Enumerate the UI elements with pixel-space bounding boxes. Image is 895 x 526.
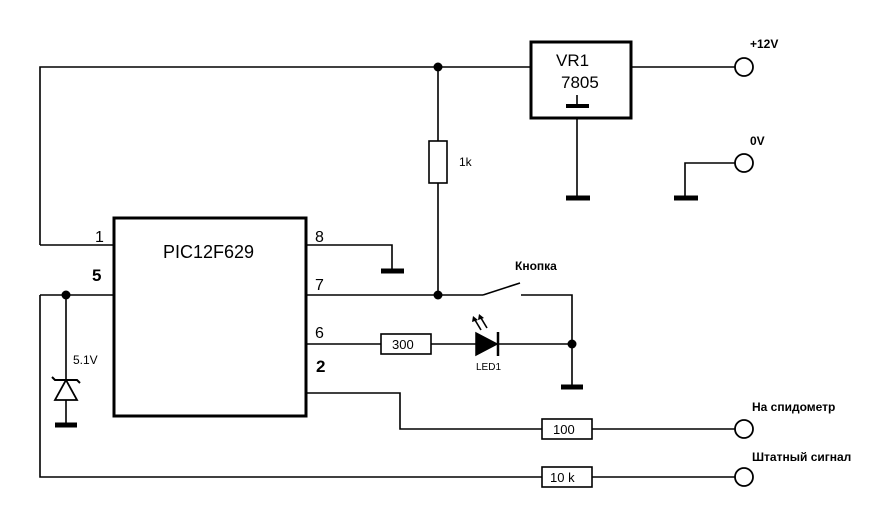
zener-diode: 5.1V <box>51 353 98 401</box>
terminal-0v-label: 0V <box>750 134 765 148</box>
resistor-300 <box>380 333 432 355</box>
ground-symbols <box>55 195 698 428</box>
zener-triangle <box>53 378 79 401</box>
pin-5-label: 5 <box>92 266 101 285</box>
wire-pin8 <box>306 244 393 270</box>
resistor-1k <box>428 140 448 184</box>
button-contact <box>482 282 521 296</box>
ic-label: PIC12F629 <box>163 242 254 262</box>
terminal-speedo <box>734 419 754 439</box>
resistor-10k <box>541 466 593 488</box>
pin-1-label: 1 <box>95 229 104 246</box>
junction-pin5 <box>61 290 71 300</box>
resistor-300-label: 300 <box>392 337 414 352</box>
pin-2-label: 2 <box>316 357 325 376</box>
regulator-ref: VR1 <box>556 51 589 70</box>
led1: LED1 <box>472 314 501 373</box>
resistors: 1k 300 100 10 k <box>380 140 593 488</box>
terminal-speedo-label: На спидометр <box>752 400 835 414</box>
terminals: +12V 0V На спидометр Штатный сигнал <box>734 37 851 487</box>
led-label: LED1 <box>476 362 501 373</box>
zener-label: 5.1V <box>73 353 98 367</box>
pin-7-label: 7 <box>315 277 324 294</box>
terminal-signal <box>734 467 754 487</box>
resistor-100-label: 100 <box>553 422 575 437</box>
regulator-vr1: VR1 7805 <box>529 40 633 120</box>
junctions <box>61 62 577 349</box>
junction-top <box>433 62 443 72</box>
led-emission-arrows-icon <box>472 314 488 331</box>
ic-pic12f629: PIC12F629 1 5 8 7 6 2 <box>92 216 325 418</box>
regulator-part: 7805 <box>561 73 599 92</box>
pin-6-label: 6 <box>315 325 324 342</box>
wires <box>39 66 735 478</box>
terminal-0v <box>734 153 754 173</box>
junction-led-gnd <box>567 339 577 349</box>
resistor-100 <box>541 418 593 440</box>
wire-button-right <box>521 294 573 386</box>
button-label: Кнопка <box>515 259 557 273</box>
resistor-1k-label: 1k <box>459 155 473 169</box>
wire-0v <box>684 162 735 197</box>
junction-pin7 <box>433 290 443 300</box>
wire-pin2 <box>306 392 735 430</box>
zener-bar <box>51 376 81 384</box>
wire-top-rail <box>39 66 531 245</box>
wire-signal <box>39 295 735 478</box>
terminal-plus12 <box>734 57 754 77</box>
led-triangle <box>475 331 499 357</box>
terminal-plus12-label: +12V <box>750 37 778 51</box>
pin-8-label: 8 <box>315 229 324 246</box>
terminal-signal-label: Штатный сигнал <box>752 450 851 464</box>
resistor-10k-label: 10 k <box>550 470 575 485</box>
